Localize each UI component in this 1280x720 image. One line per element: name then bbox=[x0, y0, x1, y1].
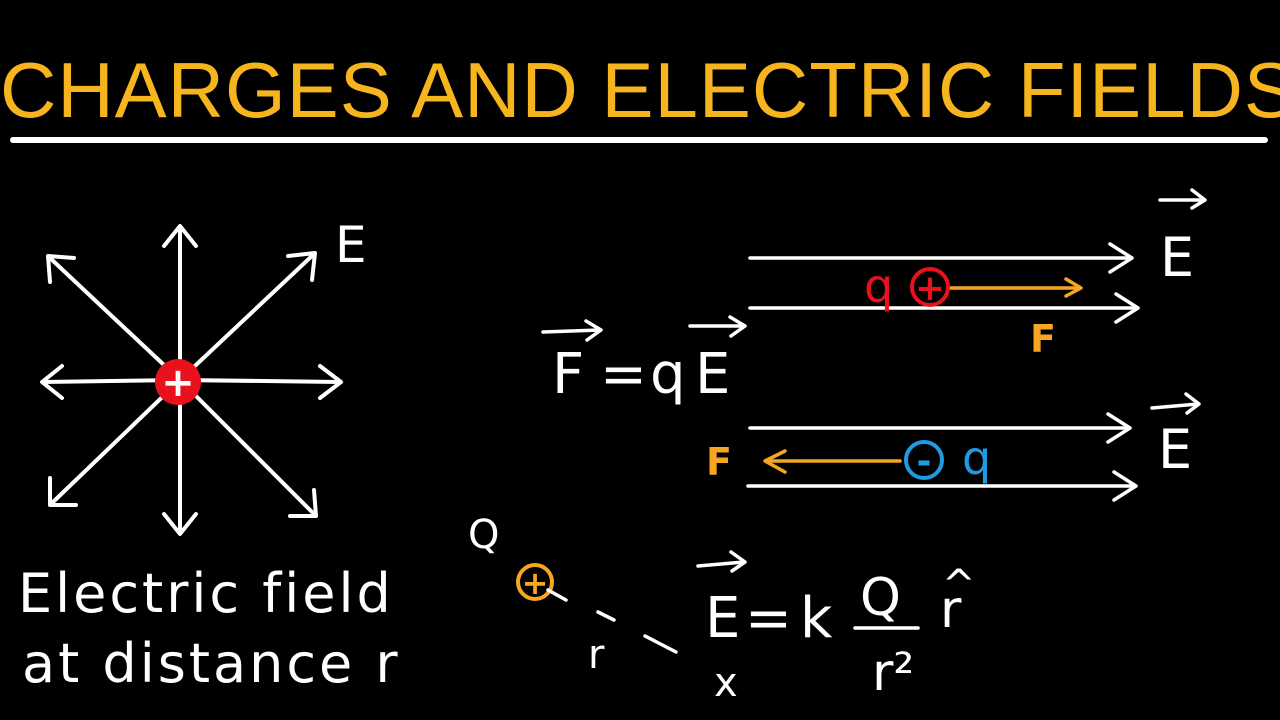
upper-force-arrow bbox=[948, 277, 1083, 298]
coulomb-constant: k bbox=[800, 586, 833, 651]
distance-dashed-line bbox=[546, 588, 678, 654]
coulomb-E-symbol: E bbox=[705, 586, 740, 651]
force-vector-arrow bbox=[541, 328, 602, 334]
source-charge-label: Q bbox=[468, 512, 499, 558]
lower-force-label: F bbox=[706, 440, 732, 484]
positive-point-charge-sign: + bbox=[161, 360, 195, 406]
upper-charge-label: q bbox=[864, 259, 893, 313]
force-symbol: F bbox=[552, 342, 584, 407]
field-line-up bbox=[162, 224, 198, 382]
distance-label: r bbox=[588, 632, 605, 678]
coulomb-field-equation: E = k Q r² r ^ bbox=[696, 550, 976, 703]
field-line-right bbox=[178, 364, 343, 400]
field-line-down-left bbox=[48, 378, 182, 507]
equals-sign: = bbox=[600, 342, 647, 407]
upper-charge-sign: + bbox=[915, 268, 945, 309]
lower-negative-charge: - bbox=[904, 440, 944, 482]
field-line-up-right bbox=[178, 251, 317, 382]
source-charge-diagram: Q + r x bbox=[468, 512, 738, 706]
coulomb-field-vector-arrow bbox=[696, 560, 746, 568]
caption-line-1: Electric field bbox=[18, 562, 394, 625]
source-positive-charge: + bbox=[516, 563, 554, 602]
coulomb-denominator: r² bbox=[872, 643, 914, 703]
unit-vector-symbol: r bbox=[940, 580, 962, 640]
coulomb-numerator: Q bbox=[860, 568, 901, 628]
lower-force-arrow bbox=[763, 449, 902, 474]
field-line-down bbox=[162, 378, 198, 536]
caption-line-2: at distance r bbox=[22, 632, 401, 695]
lower-field-vector-arrow bbox=[1150, 402, 1200, 410]
upper-force-label: F bbox=[1030, 317, 1056, 361]
radial-field-diagram bbox=[40, 224, 343, 536]
field-point-marker: x bbox=[714, 660, 738, 706]
unit-vector-hat: ^ bbox=[942, 562, 976, 608]
slide-title: CHARGES AND ELECTRIC FIELDS bbox=[0, 46, 1280, 134]
upper-positive-charge: + bbox=[910, 267, 950, 309]
lower-charge-label: q bbox=[962, 431, 991, 485]
source-charge-sign: + bbox=[522, 564, 549, 602]
upper-uniform-field: E F + q bbox=[748, 188, 1207, 361]
field-line-up-left bbox=[46, 254, 182, 382]
coulomb-equals-sign: = bbox=[745, 586, 792, 651]
lower-charge-sign: - bbox=[917, 441, 932, 482]
lower-field-label: E bbox=[1158, 418, 1192, 481]
upper-field-label: E bbox=[1160, 226, 1194, 289]
force-equation: F = q E bbox=[541, 315, 747, 407]
title-underline bbox=[10, 137, 1268, 143]
field-line-down-right bbox=[178, 378, 318, 518]
positive-point-charge: + bbox=[155, 359, 201, 406]
radial-field-label: E bbox=[335, 216, 367, 274]
field-symbol: E bbox=[695, 342, 730, 407]
charge-symbol: q bbox=[650, 342, 686, 407]
lower-uniform-field: E F - q bbox=[706, 392, 1201, 502]
